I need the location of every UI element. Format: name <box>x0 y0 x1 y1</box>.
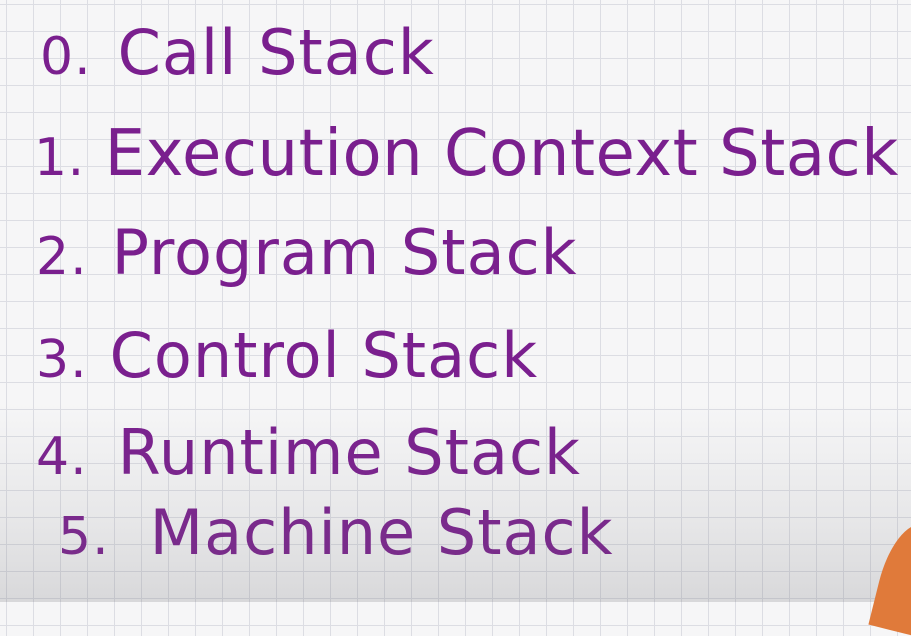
item-number: 2. <box>36 227 88 287</box>
item-number: 4. <box>36 427 88 487</box>
list-item: 0.Call Stack <box>40 22 435 84</box>
list-item: 4.Runtime Stack <box>36 422 581 484</box>
item-number: 3. <box>36 330 88 390</box>
item-number: 1. <box>34 128 85 188</box>
stack-names-list: 0.Call Stack 1.Execution Context Stack 2… <box>34 22 899 564</box>
list-item: 3.Control Stack <box>36 325 538 387</box>
item-text: Execution Context Stack <box>104 117 899 191</box>
item-text: Runtime Stack <box>117 416 581 489</box>
item-number: 0. <box>40 27 92 87</box>
item-text: Machine Stack <box>149 496 614 569</box>
item-text: Call Stack <box>117 16 435 89</box>
list-item: 5.Machine Stack <box>58 502 614 564</box>
list-item: 1.Execution Context Stack <box>34 122 899 186</box>
item-number: 5. <box>58 507 110 567</box>
item-text: Program Stack <box>111 216 578 289</box>
item-text: Control Stack <box>109 319 539 392</box>
list-item: 2.Program Stack <box>36 222 578 284</box>
